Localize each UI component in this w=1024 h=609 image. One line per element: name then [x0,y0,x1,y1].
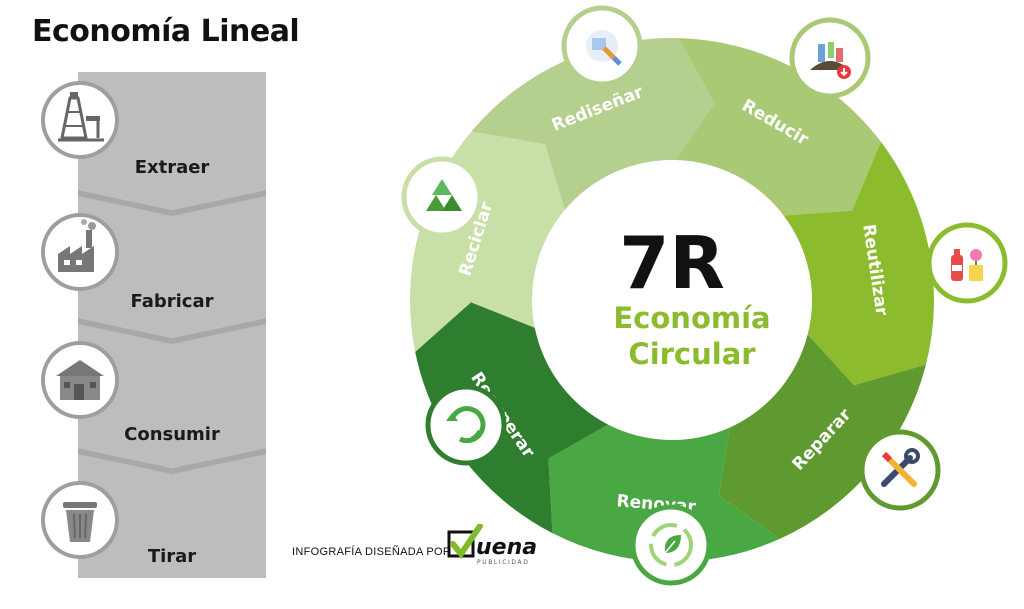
logo-word: uena [476,535,537,560]
linear-step-label-tirar: Tirar [147,546,197,567]
factory-icon [41,213,119,291]
center-title-7r: 7R [619,221,725,305]
credit-text: INFOGRAFÍA DISEÑADA POR [292,546,452,558]
wheel-segment-reparar [718,334,926,539]
wheel-segment-rediseñar [471,37,715,211]
reduce-waste-icon [789,17,871,99]
buena-logo: uena PUBLICIDAD [447,524,537,566]
recycle-icon [401,156,483,238]
wheel-segment-reutilizar [783,141,934,386]
house-icon [41,341,119,419]
center-subtitle-line1: Economía [613,301,770,335]
linear-step-band-extraer [78,72,266,210]
oil-pump-icon [41,81,119,159]
repair-tools-icon [859,429,941,511]
wheel-segment-renovar [548,424,780,562]
center-subtitle-line2: Circular [628,337,756,371]
logo-sub: PUBLICIDAD [477,559,529,566]
renew-leaf-icon [630,504,712,586]
wheel-segment-recuperar [415,302,609,534]
linear-step-band-tirar [78,452,266,578]
trash-can-icon [41,481,119,559]
redesign-icon [561,5,643,87]
wheel-center [547,175,797,425]
wheel-segment-reducir [675,38,881,216]
linear-economy-title: Economía Lineal [32,14,300,49]
reuse-bottles-icon [926,222,1008,304]
linear-step-band-consumir [78,322,266,468]
linear-step-label-consumir: Consumir [124,424,220,445]
linear-step-band-fabricar [78,194,266,338]
linear-step-label-fabricar: Fabricar [130,291,214,312]
linear-step-label-extraer: Extraer [134,157,210,178]
recover-arrows-icon [425,384,507,466]
